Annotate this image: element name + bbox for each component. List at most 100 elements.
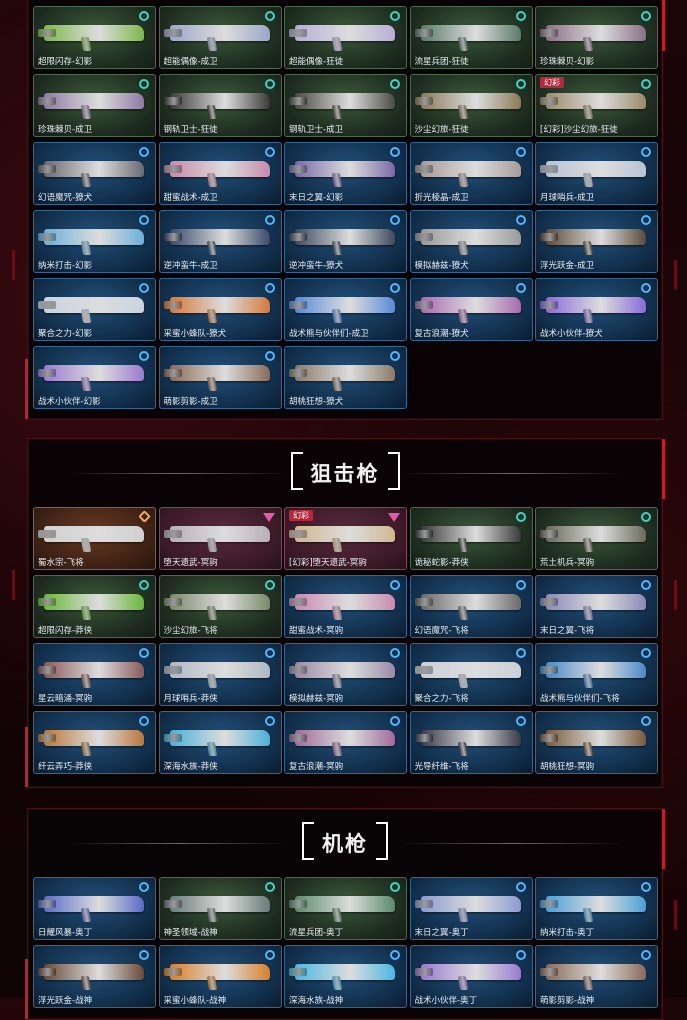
machinegun-skin-grid: 日耀风暴-奥丁 神圣领域-战神 流星兵团-奥丁末日之翼-奥丁纳米打击-奥丁浮光跃金-… — [33, 877, 658, 1008]
skin-card[interactable]: 幻彩[幻彩]沙尘幻旅-狂徒 — [535, 74, 658, 137]
skin-card[interactable]: 荒土机兵-冥驹 — [535, 507, 658, 570]
sniper-skin-grid: 蜀水宗-飞将堕天遗武-冥驹 幻彩[幻彩]堕天遗武-冥驹诡秘蛇影-莽侠荒土机兵-冥驹… — [33, 507, 658, 774]
tier-badge-icon — [390, 882, 400, 892]
skin-name: 战术小伙伴-奥丁 — [414, 996, 478, 1006]
skin-card[interactable]: 甜蜜战术-冥驹 — [284, 575, 407, 638]
weapon-image — [420, 229, 521, 245]
skin-card[interactable]: 幻彩[幻彩]堕天遗武-冥驹 — [284, 507, 407, 570]
variant-tag: 幻彩 — [540, 77, 564, 88]
weapon-image — [420, 896, 521, 912]
skin-card[interactable]: 钢轨卫士-成卫 — [284, 74, 407, 137]
skin-card[interactable]: 战术熊与伙伴们-成卫 — [284, 278, 407, 341]
weapon-image — [44, 526, 144, 542]
skin-card[interactable]: 逆冲蛮牛-成卫 — [158, 210, 282, 273]
skin-card[interactable]: 纳米打击-奥丁 — [535, 877, 658, 940]
skin-card[interactable]: 珍珠棘贝-幻影 — [535, 6, 658, 69]
skin-name: 星云暗涌-冥驹 — [38, 694, 93, 704]
skin-card[interactable]: 蜀水宗-飞将 — [33, 507, 156, 570]
skin-card[interactable]: 逆冲蛮牛-獠犬 — [284, 210, 407, 273]
skin-card[interactable]: 深海水族-莽侠 — [158, 711, 282, 774]
skin-card[interactable]: 神圣领域-战神 — [158, 877, 282, 940]
weapon-image — [44, 594, 144, 610]
skin-card[interactable]: 模拟赫兹-獠犬 — [409, 210, 533, 273]
skin-name: 甜蜜战术-冥驹 — [289, 626, 344, 636]
weapon-image — [44, 964, 144, 980]
skin-card[interactable]: 末日之翼-飞将 — [535, 575, 658, 638]
skin-card[interactable]: 钢轨卫士-狂徒 — [158, 74, 282, 137]
skin-name: 堕天遗武-冥驹 — [163, 558, 218, 568]
tier-badge-icon — [515, 716, 526, 726]
skin-card[interactable]: 末日之翼-幻影 — [284, 142, 407, 205]
skin-name: 超限闪存-莽侠 — [38, 626, 93, 636]
skin-card[interactable]: 甜蜜战术-成卫 — [158, 142, 282, 205]
skin-card[interactable]: 光导纤维-飞将 — [409, 711, 533, 774]
skin-name: 聚合之力-幻影 — [38, 329, 93, 339]
skin-card[interactable]: 超能偶像-狂徒 — [284, 6, 407, 69]
skin-card[interactable]: 浮光跃金-战神 — [33, 945, 156, 1008]
skin-card[interactable]: 超能偶像-成卫 — [158, 6, 282, 69]
skin-card[interactable]: 纤云弄巧-莽侠 — [33, 711, 156, 774]
skin-name: 浮光跃金-成卫 — [540, 261, 595, 271]
skin-card[interactable]: 珍珠棘贝-成卫 — [33, 74, 156, 137]
skin-card[interactable]: 复古浪潮-冥驹 — [284, 711, 407, 774]
skin-card[interactable]: 流星兵团-狂徒 — [409, 6, 533, 69]
weapon-image — [295, 896, 395, 912]
weapon-image — [295, 526, 395, 542]
sniper-skin-panel: 狙击枪 蜀水宗-飞将堕天遗武-冥驹 幻彩[幻彩]堕天遗武-冥驹诡秘蛇影-莽侠荒土机… — [25, 438, 665, 788]
weapon-image — [169, 964, 270, 980]
skin-card[interactable]: 浮光跃金-成卫 — [535, 210, 658, 273]
skin-card[interactable]: 末日之翼-奥丁 — [409, 877, 533, 940]
skin-card[interactable]: 月球哨兵-莽侠 — [158, 643, 282, 706]
tier-badge-icon — [641, 950, 651, 960]
skin-name: 钢轨卫士-成卫 — [289, 125, 344, 135]
skin-card[interactable]: 胡桃狂想-冥驹 — [535, 711, 658, 774]
skin-card[interactable]: 胡桃狂想-獠犬 — [284, 346, 407, 409]
skin-name: 甜蜜战术-成卫 — [163, 193, 218, 203]
skin-card[interactable]: 战术熊与伙伴们-飞将 — [535, 643, 658, 706]
skin-name: 沙尘幻旅-飞将 — [163, 626, 218, 636]
skin-card[interactable]: 幻语魔咒-飞将 — [409, 575, 533, 638]
tier-badge-icon — [641, 11, 651, 21]
skin-card[interactable]: 流星兵团-奥丁 — [284, 877, 407, 940]
skin-card[interactable]: 复古浪潮-獠犬 — [409, 278, 533, 341]
skin-name: 神圣领域-战神 — [163, 928, 218, 938]
skin-card[interactable]: 堕天遗武-冥驹 — [158, 507, 282, 570]
weapon-image — [295, 662, 395, 678]
skin-card[interactable]: 采蜜小蜂队-战神 — [158, 945, 282, 1008]
skin-name: 沙尘幻旅-狂徒 — [414, 125, 469, 135]
skin-name: 采蜜小蜂队-战神 — [163, 996, 227, 1006]
skin-card[interactable]: 战术小伙伴-幻影 — [33, 346, 156, 409]
weapon-image — [44, 662, 144, 678]
skin-name: 纳米打击-奥丁 — [540, 928, 595, 938]
tier-badge-icon — [264, 580, 275, 590]
skin-card[interactable]: 聚合之力-幻影 — [33, 278, 156, 341]
skin-card[interactable]: 模拟赫兹-冥驹 — [284, 643, 407, 706]
skin-card[interactable]: 深海水族-战神 — [284, 945, 407, 1008]
skin-card[interactable]: 超限闪存-莽侠 — [33, 575, 156, 638]
skin-card[interactable]: 战术小伙伴-奥丁 — [409, 945, 533, 1008]
skin-name: 战术熊与伙伴们-飞将 — [540, 694, 620, 704]
skin-card[interactable]: 萌影剪影-战神 — [535, 945, 658, 1008]
tier-badge-icon — [264, 147, 275, 157]
skin-card[interactable]: 月球哨兵-成卫 — [535, 142, 658, 205]
skin-card[interactable]: 星云暗涌-冥驹 — [33, 643, 156, 706]
skin-card[interactable]: 超限闪存-幻影 — [33, 6, 156, 69]
skin-card[interactable]: 萌影剪影-成卫 — [158, 346, 282, 409]
skin-card[interactable]: 日耀风暴-奥丁 — [33, 877, 156, 940]
skin-card[interactable]: 幻语魔咒-獠犬 — [33, 142, 156, 205]
weapon-image — [546, 594, 646, 610]
skin-card[interactable]: 战术小伙伴-獠犬 — [535, 278, 658, 341]
tier-badge-icon — [641, 215, 651, 225]
skin-card[interactable]: 沙尘幻旅-狂徒 — [409, 74, 533, 137]
section-header: 狙击枪 — [28, 439, 662, 507]
skin-card[interactable]: 沙尘幻旅-飞将 — [158, 575, 282, 638]
skin-card[interactable]: 采蜜小蜂队-獠犬 — [158, 278, 282, 341]
skin-card[interactable]: 聚合之力-飞将 — [409, 643, 533, 706]
tier-badge-icon — [641, 283, 651, 293]
skin-card[interactable]: 纳米打击-幻影 — [33, 210, 156, 273]
skin-card[interactable]: 诡秘蛇影-莽侠 — [409, 507, 533, 570]
skin-card[interactable]: 折光棱晶-成卫 — [409, 142, 533, 205]
weapon-image — [295, 161, 395, 177]
skin-name: 战术小伙伴-獠犬 — [540, 329, 603, 339]
skin-name: 日耀风暴-奥丁 — [38, 928, 93, 938]
